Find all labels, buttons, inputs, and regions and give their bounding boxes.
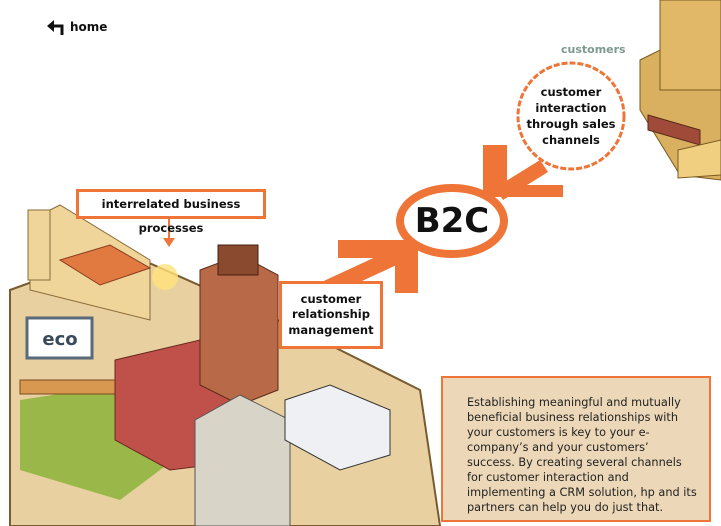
customer-shop-icon — [677, 139, 721, 179]
home-label: home — [70, 20, 108, 34]
eco-logo: eco — [42, 329, 77, 350]
crm-label: customer relationship management — [279, 281, 383, 349]
interrelated-processes-label: interrelated business processes — [76, 189, 266, 235]
channels-label: customer interaction through sales chann… — [517, 66, 625, 166]
eco-billboard — [25, 316, 94, 360]
b2c-ellipse — [396, 184, 508, 258]
skyscraper-top-icon — [217, 244, 259, 276]
office-tower-icon — [194, 394, 291, 526]
description-text: Establishing meaningful and mutually ben… — [467, 396, 697, 514]
description-panel: Establishing meaningful and mutually ben… — [441, 376, 711, 522]
channels-bubble — [516, 61, 626, 171]
customer-tower-icon — [659, 0, 721, 91]
back-arrow-icon — [47, 20, 64, 35]
down-arrowhead-icon — [163, 238, 175, 247]
warehouse-icon — [284, 384, 391, 471]
lightbulb-icon — [152, 264, 178, 290]
channels-label-text: customer interaction through sales chann… — [526, 85, 616, 147]
customers-label: customers — [561, 43, 626, 56]
home-link[interactable]: home — [46, 18, 107, 36]
tower-icon — [27, 209, 51, 281]
b2c-label: B2C — [414, 201, 490, 241]
crm-label-text: customer relationship management — [288, 291, 374, 337]
channels-arrow-icon — [483, 145, 563, 200]
factory-roof-icon — [58, 244, 152, 286]
skyscraper-icon — [199, 254, 279, 406]
